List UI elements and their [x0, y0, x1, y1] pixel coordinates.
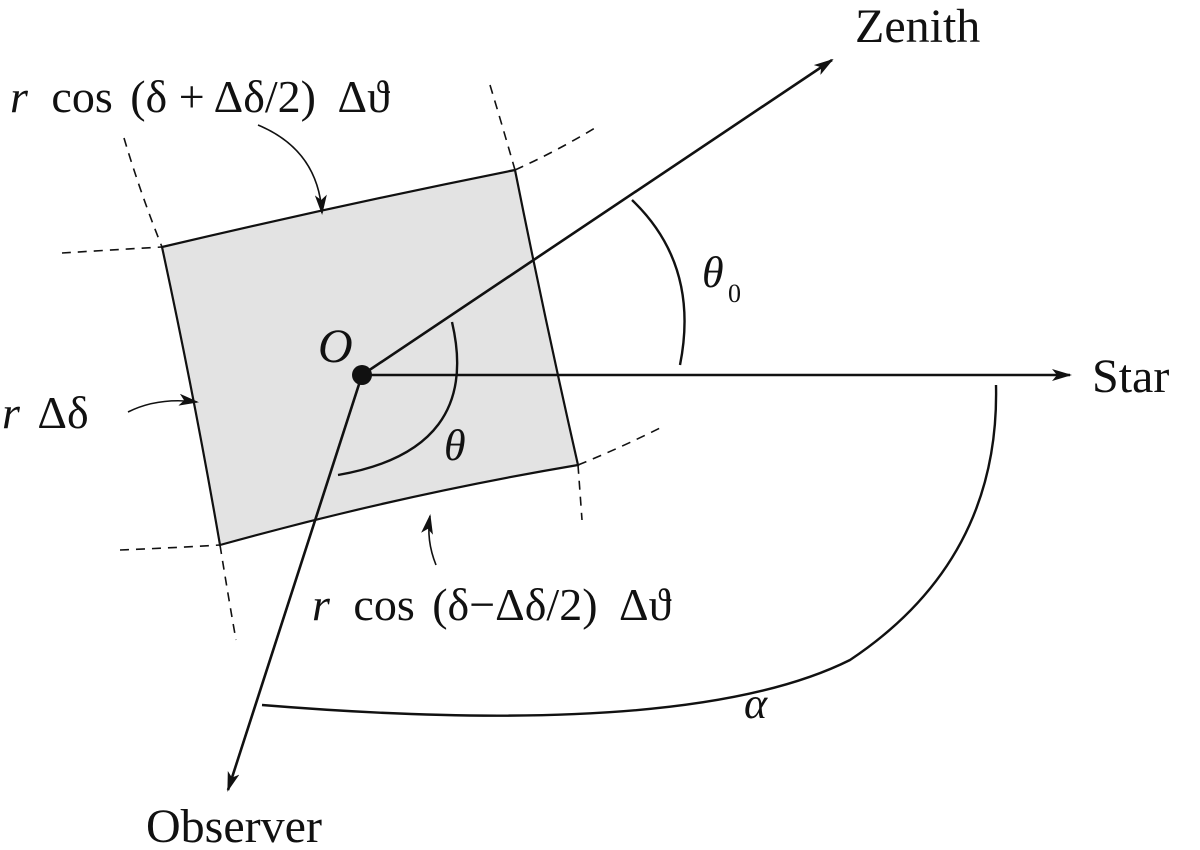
star-label: Star [1092, 350, 1169, 403]
origin-label: O [318, 320, 353, 373]
top-edge-r: r [10, 71, 29, 122]
angle-arcs [261, 199, 998, 717]
top-edge-label: r cos (δ + Δδ/2) Δϑ [10, 71, 390, 122]
dash-left-bottom [219, 544, 237, 641]
bottom-edge-r: r [312, 579, 331, 630]
bottom-edge-label: r cos (δ−Δδ/2) Δϑ [312, 579, 672, 630]
dash-upper-left [61, 246, 163, 254]
rays [226, 58, 1072, 792]
dash-upper-right [514, 127, 596, 171]
dash-right-top [489, 84, 516, 171]
side-edge-label: r Δδ [2, 387, 89, 438]
leader-top [257, 124, 327, 215]
top-edge-arg: (δ + Δδ/2) [130, 71, 316, 122]
top-edge-tail: Δϑ [338, 71, 391, 122]
side-edge-tail: Δδ [37, 387, 88, 438]
dash-lower-right [577, 427, 661, 466]
dash-right-bottom [577, 464, 583, 521]
leader-side [127, 393, 199, 413]
bottom-edge-arg: (δ−Δδ/2) [432, 579, 597, 630]
top-edge-cos: cos [51, 71, 112, 122]
theta-label: θ [444, 421, 466, 470]
theta0-label: θ [702, 248, 724, 297]
leaders [127, 124, 437, 566]
theta0-arc [631, 199, 686, 366]
zenith-ray [361, 58, 834, 377]
zenith-label: Zenith [855, 0, 980, 53]
observer-ray [226, 374, 364, 792]
alpha-arc [261, 384, 998, 717]
bottom-edge-cos: cos [353, 579, 414, 630]
observer-label: Observer [146, 800, 322, 850]
bottom-edge-tail: Δϑ [619, 579, 672, 630]
leader-bottom [421, 514, 437, 566]
side-edge-r: r [2, 387, 21, 438]
theta-arc [337, 321, 459, 477]
dash-left-top [123, 137, 163, 248]
alpha-label: α [744, 679, 768, 728]
origin-point [352, 365, 372, 385]
sky-patch [160, 168, 580, 547]
dash-lower-left [119, 544, 221, 551]
theta0-subscript: 0 [728, 279, 741, 308]
dashed-extensions [61, 84, 661, 641]
